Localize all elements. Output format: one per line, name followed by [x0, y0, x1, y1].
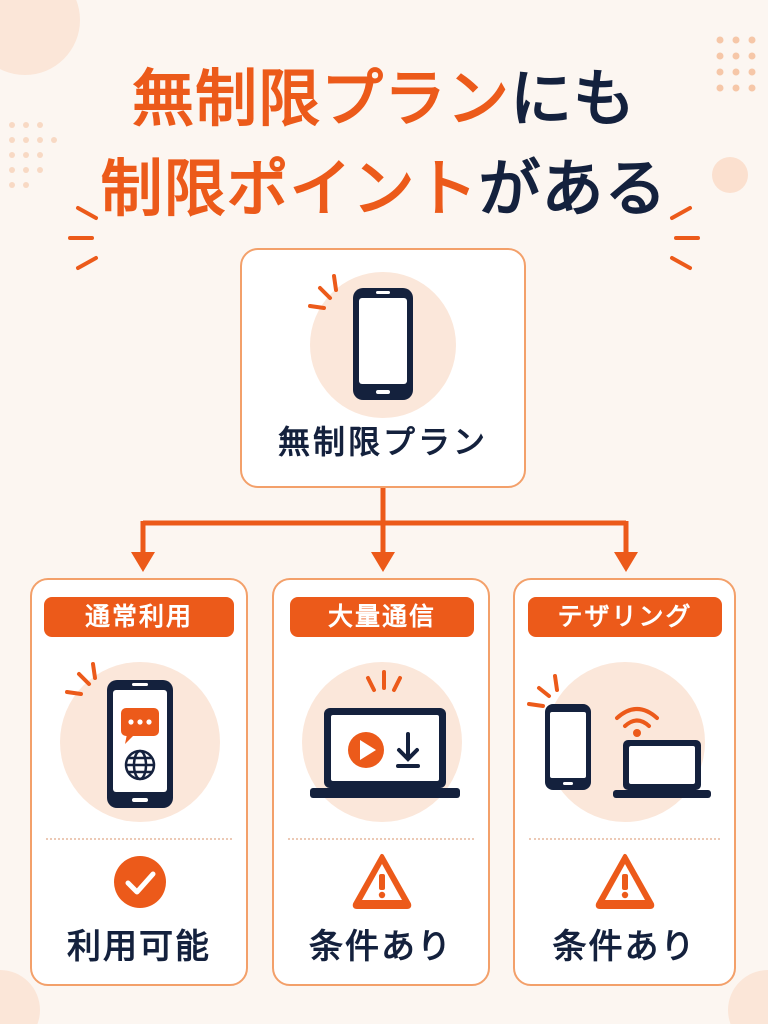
- sparkle-left: [68, 206, 98, 270]
- branch-result-normal-use: 利用可能: [67, 927, 211, 967]
- title-line-1-rest: にも: [510, 62, 637, 135]
- title-line-2-rest: がある: [478, 152, 668, 225]
- branch-tag-tethering: テザリング: [528, 597, 722, 637]
- branch-tag-heavy-traffic: 大量通信: [290, 597, 474, 637]
- divider-1: [46, 838, 232, 840]
- phone-wifi-laptop-icon: [527, 674, 711, 798]
- title-line-1: 無制限プランにも: [0, 68, 768, 130]
- top-node-label: 無制限プラン: [277, 423, 488, 461]
- branch-tag-normal-use: 通常利用: [44, 597, 234, 637]
- sparkle-right: [670, 206, 700, 270]
- phone-chat-web-icon: [65, 662, 173, 808]
- warning-icon: [595, 854, 655, 909]
- dot-grid-top-right: [716, 36, 756, 92]
- title-line-1-highlight: 無制限プラン: [131, 62, 510, 135]
- check-icon: [114, 856, 166, 908]
- branch-result-heavy-traffic: 条件あり: [309, 927, 453, 967]
- smartphone-icon: [308, 274, 413, 400]
- branch-result-tethering: 条件あり: [552, 927, 697, 967]
- divider-3: [529, 838, 720, 840]
- title-line-2: 制限ポイントがある: [0, 158, 768, 220]
- title-line-2-highlight: 制限ポイント: [100, 152, 479, 225]
- laptop-video-download-icon: [310, 670, 460, 798]
- warning-icon: [352, 854, 412, 909]
- dot-grid-left: [9, 122, 57, 188]
- divider-2: [288, 838, 474, 840]
